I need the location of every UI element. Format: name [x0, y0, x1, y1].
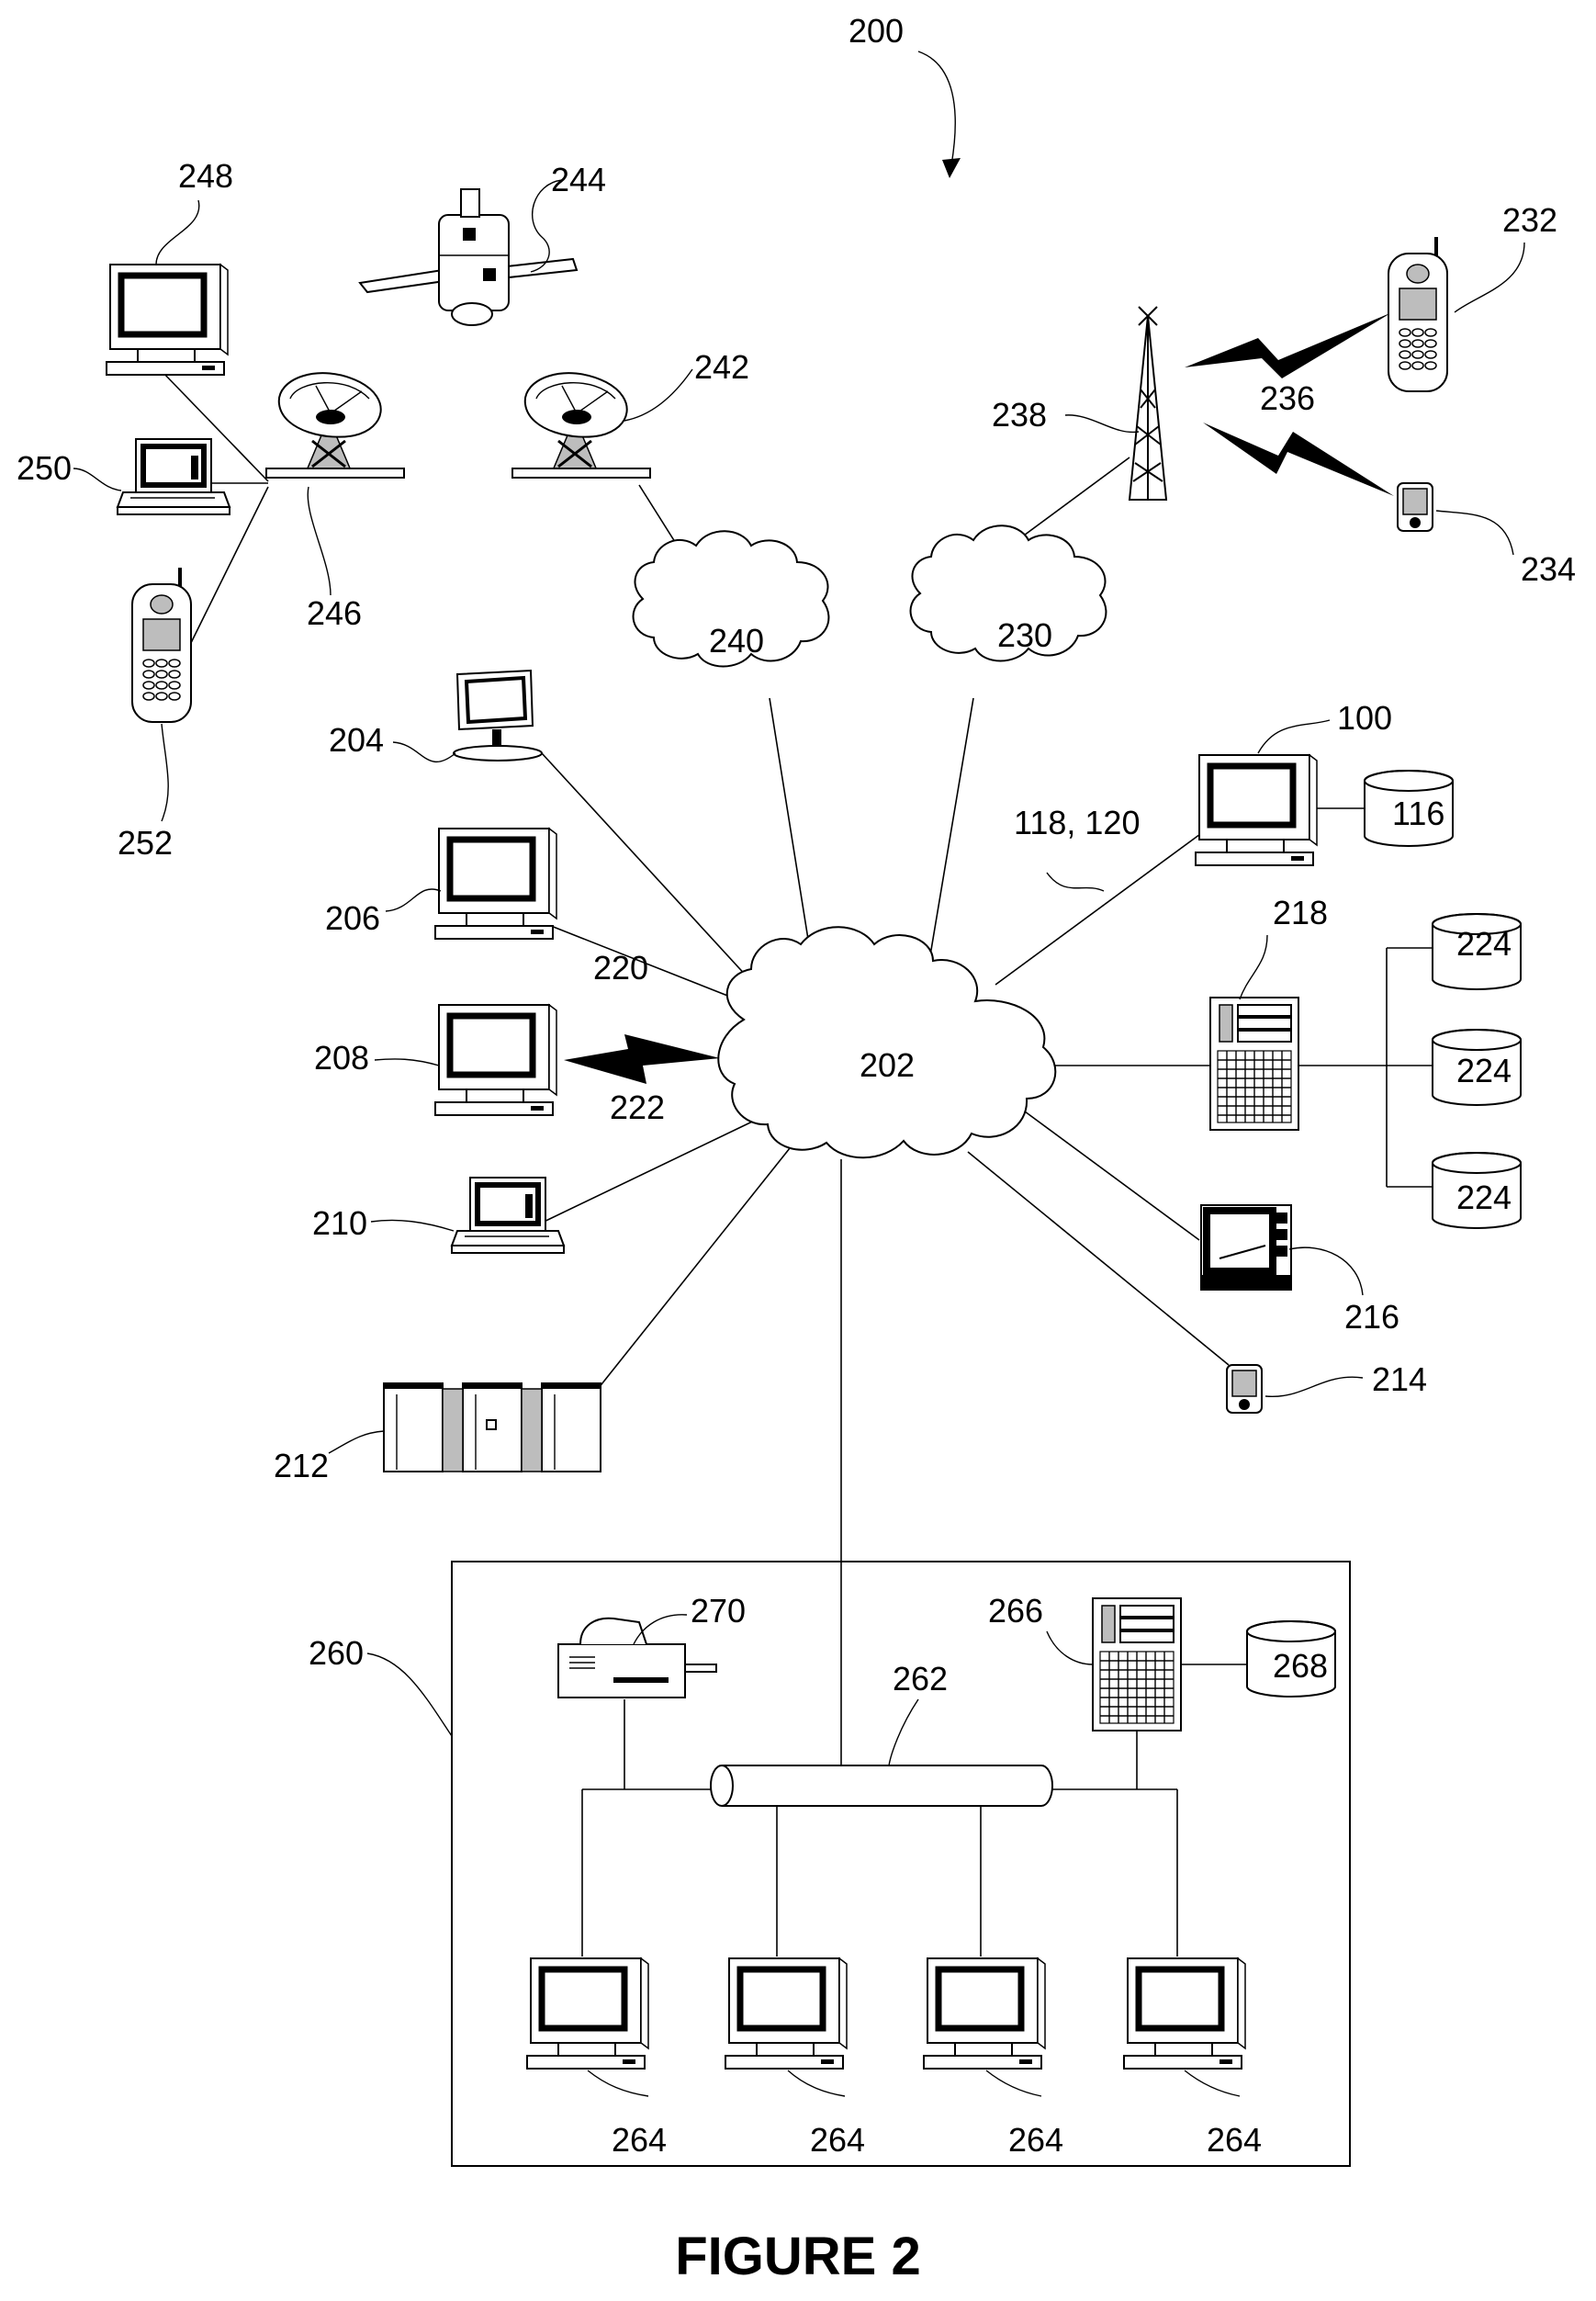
phone-232-label: 232	[1502, 201, 1557, 239]
flat-panel-display-icon	[454, 671, 542, 761]
phone-232-leader	[1455, 243, 1524, 312]
laptop-250-leader	[73, 468, 121, 491]
database-116-label: 116	[1392, 795, 1444, 832]
phone-252-label: 252	[118, 824, 173, 862]
network-240-label: 240	[709, 622, 764, 660]
laptop-210-leader	[371, 1220, 454, 1231]
printer-icon	[558, 1619, 716, 1698]
mainframe-212-leader	[329, 1431, 384, 1453]
bus-262-leader	[889, 1699, 918, 1765]
computer-100-leader	[1258, 720, 1330, 753]
server-266-leader	[1047, 1631, 1093, 1664]
network-bus-icon	[711, 1765, 1052, 1806]
workstation-leader	[1185, 2070, 1240, 2096]
figure-title: FIGURE 2	[675, 2227, 921, 2286]
desktop-computer-icon	[1196, 755, 1317, 865]
desktop-computer-icon	[435, 1005, 556, 1115]
workstation-icon	[527, 1958, 648, 2069]
desktop-206-leader	[386, 889, 441, 911]
desktop-248-label: 248	[178, 157, 233, 195]
tower-238-leader	[1065, 415, 1139, 433]
pda-234-label: 234	[1521, 550, 1576, 588]
pda-234-leader	[1436, 511, 1513, 555]
server-218-leader	[1240, 935, 1267, 999]
arrow-head-icon	[942, 158, 961, 178]
mainframe-212-label: 212	[274, 1447, 329, 1484]
workstation-264-label: 264	[1008, 2121, 1063, 2159]
desktop-248-leader	[156, 200, 199, 265]
computer-100-label: 100	[1337, 699, 1392, 737]
server-218-label: 218	[1273, 894, 1328, 931]
storage-224-label: 224	[1456, 1052, 1512, 1089]
workstation-icon	[1124, 1958, 1245, 2069]
device-204-leader	[393, 742, 455, 761]
workstation-leader	[788, 2070, 845, 2096]
pda-214-leader	[1265, 1377, 1363, 1396]
workstation-264-label: 264	[612, 2121, 667, 2159]
server-tower-icon	[1093, 1598, 1181, 1731]
printer-270-label: 270	[691, 1592, 746, 1630]
laptop-210-label: 210	[312, 1204, 367, 1242]
workstation-leader	[986, 2070, 1041, 2096]
laptop-icon	[118, 439, 230, 514]
wireless-236-label: 236	[1260, 379, 1315, 417]
lan-260-leader	[367, 1653, 452, 1736]
desktop-206-label: 206	[325, 899, 380, 937]
pda-icon	[1227, 1365, 1262, 1413]
wireless-222-label: 222	[610, 1088, 665, 1126]
link-220-label: 220	[593, 949, 648, 987]
laptop-250-label: 250	[17, 449, 72, 487]
desktop-208-label: 208	[314, 1039, 369, 1077]
satellite-dish-icon	[266, 373, 404, 478]
phone-252-leader	[162, 724, 168, 821]
storage-224-label: 224	[1456, 925, 1512, 963]
workstation-leader	[588, 2070, 648, 2096]
desktop-208-leader	[375, 1059, 439, 1066]
tower-238-label: 238	[992, 396, 1047, 434]
workstation-264-label: 264	[810, 2121, 865, 2159]
cell-phone-icon	[132, 568, 191, 722]
cell-tower-icon	[1130, 307, 1166, 500]
server-266-label: 266	[988, 1592, 1043, 1630]
wireless-signal-icon	[1203, 423, 1394, 496]
network-cloud-202	[718, 927, 1055, 1157]
tablet-computer-icon	[1201, 1205, 1291, 1290]
workstation-icon	[924, 1958, 1045, 2069]
workstation-264-label: 264	[1207, 2121, 1262, 2159]
system-200-label: 200	[849, 12, 904, 50]
desktop-computer-icon	[435, 829, 556, 939]
dish-246-label: 246	[307, 594, 362, 632]
lan-260-label: 260	[309, 1634, 364, 1672]
dish-242-label: 242	[694, 348, 749, 386]
system-200-leader	[918, 51, 955, 165]
link-118-120-leader	[1047, 873, 1104, 891]
database-268-label: 268	[1273, 1647, 1328, 1685]
cell-phone-icon	[1388, 237, 1447, 391]
laptop-icon	[452, 1178, 564, 1253]
satellite-244-label: 244	[551, 161, 606, 198]
satellite-icon	[360, 189, 577, 325]
wireless-signal-icon	[1185, 312, 1392, 378]
link-118-120-label: 118, 120	[1014, 804, 1140, 841]
wireless-signal-icon	[564, 1034, 720, 1084]
tablet-216-label: 216	[1344, 1298, 1399, 1336]
satellite-dish-icon	[512, 373, 650, 478]
mainframe-icon	[384, 1383, 601, 1472]
device-204-label: 204	[329, 721, 384, 759]
bus-262-label: 262	[893, 1660, 948, 1698]
workstation-icon	[725, 1958, 847, 2069]
network-230-label: 230	[997, 616, 1052, 654]
server-tower-icon	[1210, 998, 1298, 1130]
dish-242-leader	[624, 369, 692, 421]
pda-214-label: 214	[1372, 1360, 1427, 1398]
network-202-label: 202	[860, 1046, 915, 1084]
desktop-computer-icon	[107, 265, 228, 375]
storage-224-label: 224	[1456, 1179, 1512, 1216]
pda-icon	[1398, 483, 1433, 531]
tablet-216-leader	[1289, 1247, 1363, 1295]
dish-246-leader	[308, 487, 331, 595]
